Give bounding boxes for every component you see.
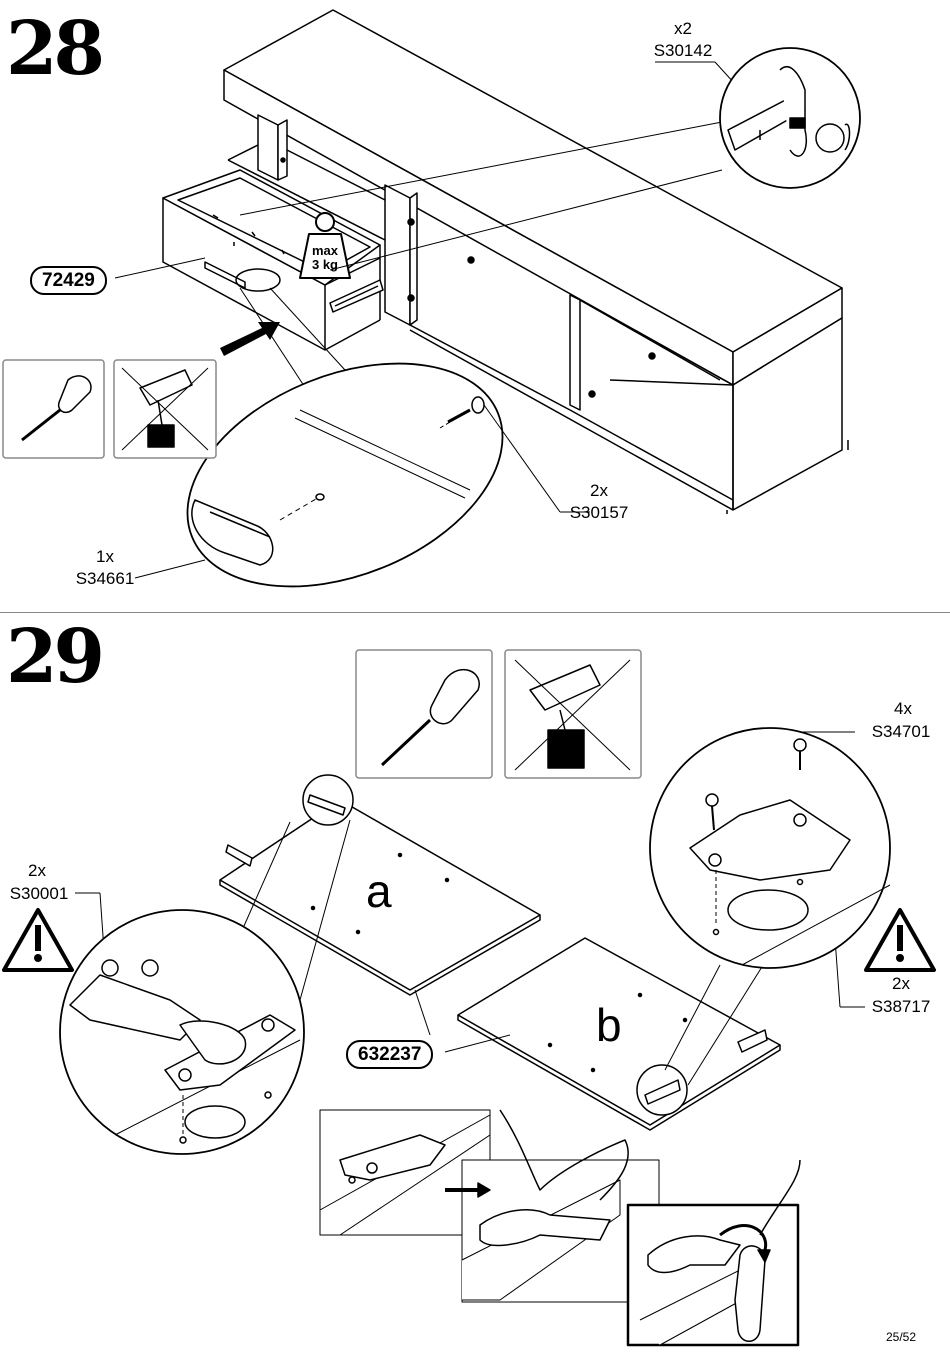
door-a-drawing <box>219 799 541 996</box>
step-number-29: 29 <box>6 614 105 700</box>
part-number-door: 632237 <box>346 1040 434 1069</box>
page-number: 25/52 <box>886 1330 917 1344</box>
hinge-right-qty: 2x <box>892 974 910 993</box>
door-b-label: b <box>596 999 622 1051</box>
hinge-adjust-sequence <box>319 1109 801 1347</box>
handle-qty: 1x <box>96 547 114 566</box>
part-number-drawer: 72429 <box>30 266 107 295</box>
slide-screw-detail <box>719 47 861 189</box>
drill-not-allowed-icon <box>504 649 642 779</box>
screw-slide-qty: x2 <box>674 19 692 38</box>
hinge-left-code: S30001 <box>9 884 69 903</box>
hinge-right-code: S38717 <box>871 997 931 1016</box>
handle-code: S34661 <box>75 569 135 588</box>
hinge-detail-right <box>649 727 891 969</box>
handle-detail <box>186 362 504 588</box>
hinge-detail-left <box>59 909 305 1155</box>
weight-icon <box>299 212 351 279</box>
tv-cabinet-drawing <box>162 9 849 514</box>
screw-handle-qty: 2x <box>590 481 608 500</box>
warning-icon <box>864 908 936 972</box>
screwdriver-icon <box>355 649 493 779</box>
step-number-28: 28 <box>6 6 105 92</box>
screws-code: S34701 <box>871 722 931 741</box>
screws-qty: 4x <box>894 699 912 718</box>
drill-not-allowed-icon <box>113 359 217 459</box>
weight-label: max 3 kg <box>300 244 350 272</box>
push-arrow-icon <box>220 322 280 356</box>
door-b-drawing <box>457 937 781 1131</box>
weight-label-line2: 3 kg <box>311 257 338 272</box>
weight-label-line1: max <box>311 243 339 258</box>
screwdriver-icon <box>2 359 105 459</box>
door-a-label: a <box>366 865 392 917</box>
step-divider <box>0 612 950 613</box>
hinge-left-qty: 2x <box>28 861 46 880</box>
screw-handle-code: S30157 <box>569 503 629 522</box>
screw-slide-code: S30142 <box>653 41 713 60</box>
warning-icon <box>2 908 74 972</box>
